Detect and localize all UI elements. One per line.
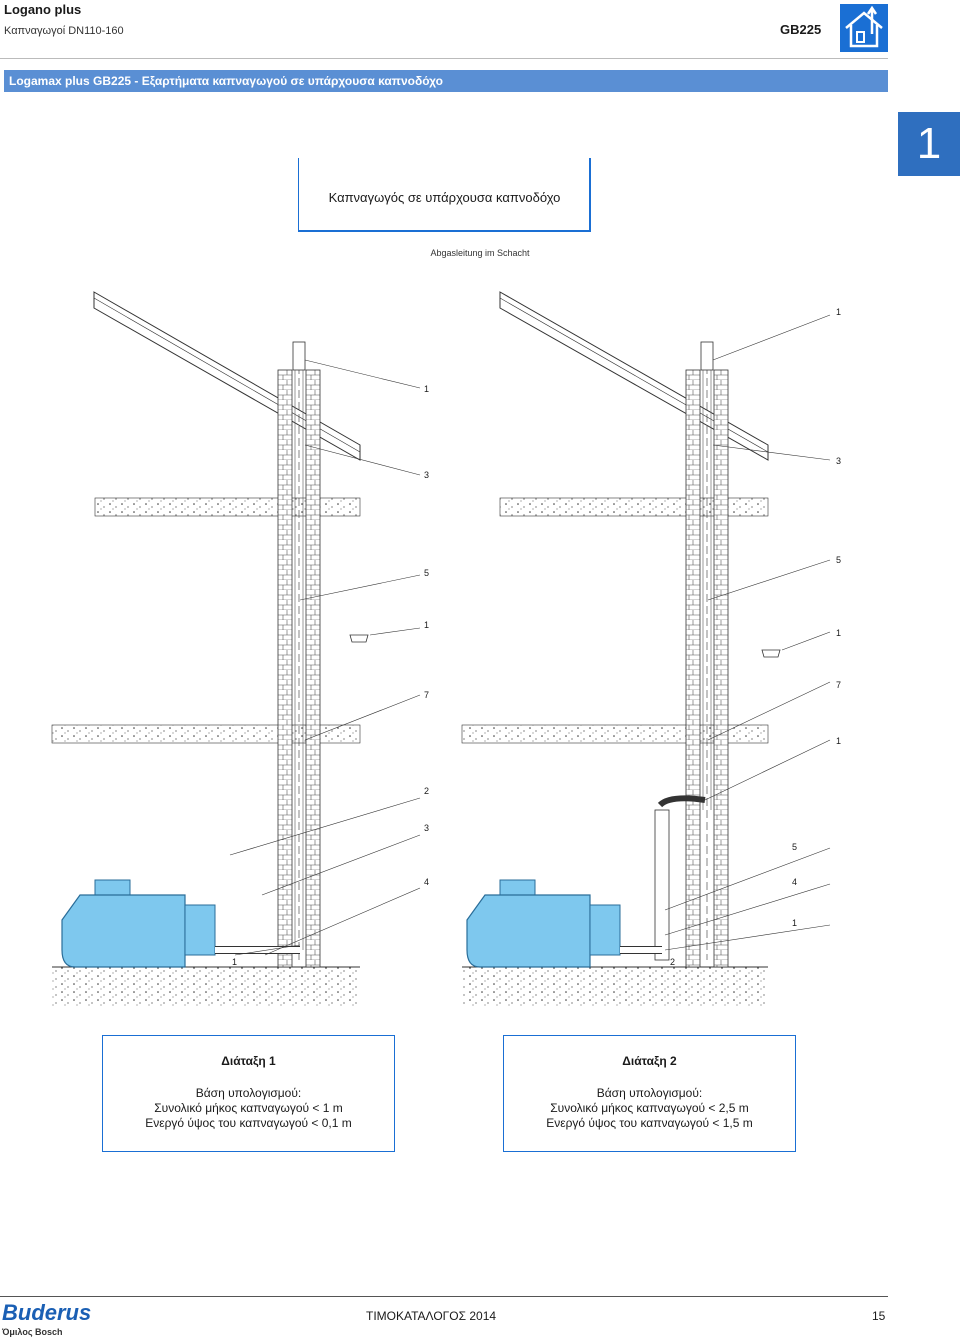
arrangement-1-title: Διάταξη 1 [221, 1054, 276, 1068]
callout: 7 [836, 680, 842, 690]
arrangement-2-line: Ενεργό ύψος του καπναγωγού < 1,5 m [546, 1116, 753, 1130]
callout: 5 [424, 568, 430, 578]
arrangement-1-line: Βάση υπολογισμού: [195, 1086, 302, 1100]
brand-tagline: Όμιλος Bosch [2, 1327, 63, 1337]
page-number: 15 [872, 1309, 886, 1323]
arrangement-2-title: Διάταξη 2 [622, 1054, 677, 1068]
figure-caption: Καπναγωγός σε υπάρχουσα καπνοδόχο [328, 190, 561, 205]
footer-catalog: ΤΙΜΟΚΑΤΑΛΟΓΟΣ 2014 [366, 1309, 497, 1323]
product-code: GB225 [780, 22, 822, 37]
arrangement-1-box: Διάταξη 1 Βάση υπολογισμού: Συνολικό μήκ… [102, 1035, 395, 1152]
arrangement-1-drawing [51, 291, 421, 1007]
callout: 3 [424, 823, 430, 833]
house-chimney-icon [840, 4, 888, 52]
callout: 2 [424, 786, 430, 796]
section-banner: Logamax plus GB225 - Εξαρτήματα καπναγωγ… [4, 70, 888, 92]
header-title: Logano plus [4, 2, 82, 17]
arrangement-2-drawing [461, 291, 831, 1007]
arrangement-1-line: Συνολικό μήκος καπναγωγού < 1 m [154, 1101, 343, 1115]
callout: 1 [836, 307, 842, 317]
header-rule [0, 58, 888, 59]
callout: 1 [836, 736, 842, 746]
caption-frame [298, 158, 591, 232]
chimney-diagram [51, 291, 831, 1007]
arrangement-1-line: Ενεργό ύψος του καπναγωγού < 0,1 m [145, 1116, 352, 1130]
footer-rule [0, 1296, 888, 1297]
callout: 7 [424, 690, 430, 700]
callout: 1 [792, 918, 798, 928]
callout: 3 [424, 470, 430, 480]
arrangement-2-box: Διάταξη 2 Βάση υπολογισμού: Συνολικό μήκ… [503, 1035, 796, 1152]
callout: 4 [424, 877, 430, 887]
arrangement-2-line: Βάση υπολογισμού: [596, 1086, 703, 1100]
callout: 5 [792, 842, 798, 852]
header-subtitle: Καπναγωγοί DN110-160 [4, 25, 124, 37]
callout: 4 [792, 877, 798, 887]
callout: 1 [836, 628, 842, 638]
arrangement-2-line: Συνολικό μήκος καπναγωγού < 2,5 m [550, 1101, 749, 1115]
callout: 5 [836, 555, 842, 565]
callout: 1 [424, 384, 430, 394]
callout: 1 [232, 957, 238, 967]
callout: 2 [670, 957, 676, 967]
callout: 3 [836, 456, 842, 466]
figure-subcaption: Abgasleitung im Schacht [430, 248, 530, 258]
callout: 1 [424, 620, 430, 630]
section-tab: 1 [898, 112, 960, 176]
brand-logo: Buderus [2, 1300, 92, 1325]
